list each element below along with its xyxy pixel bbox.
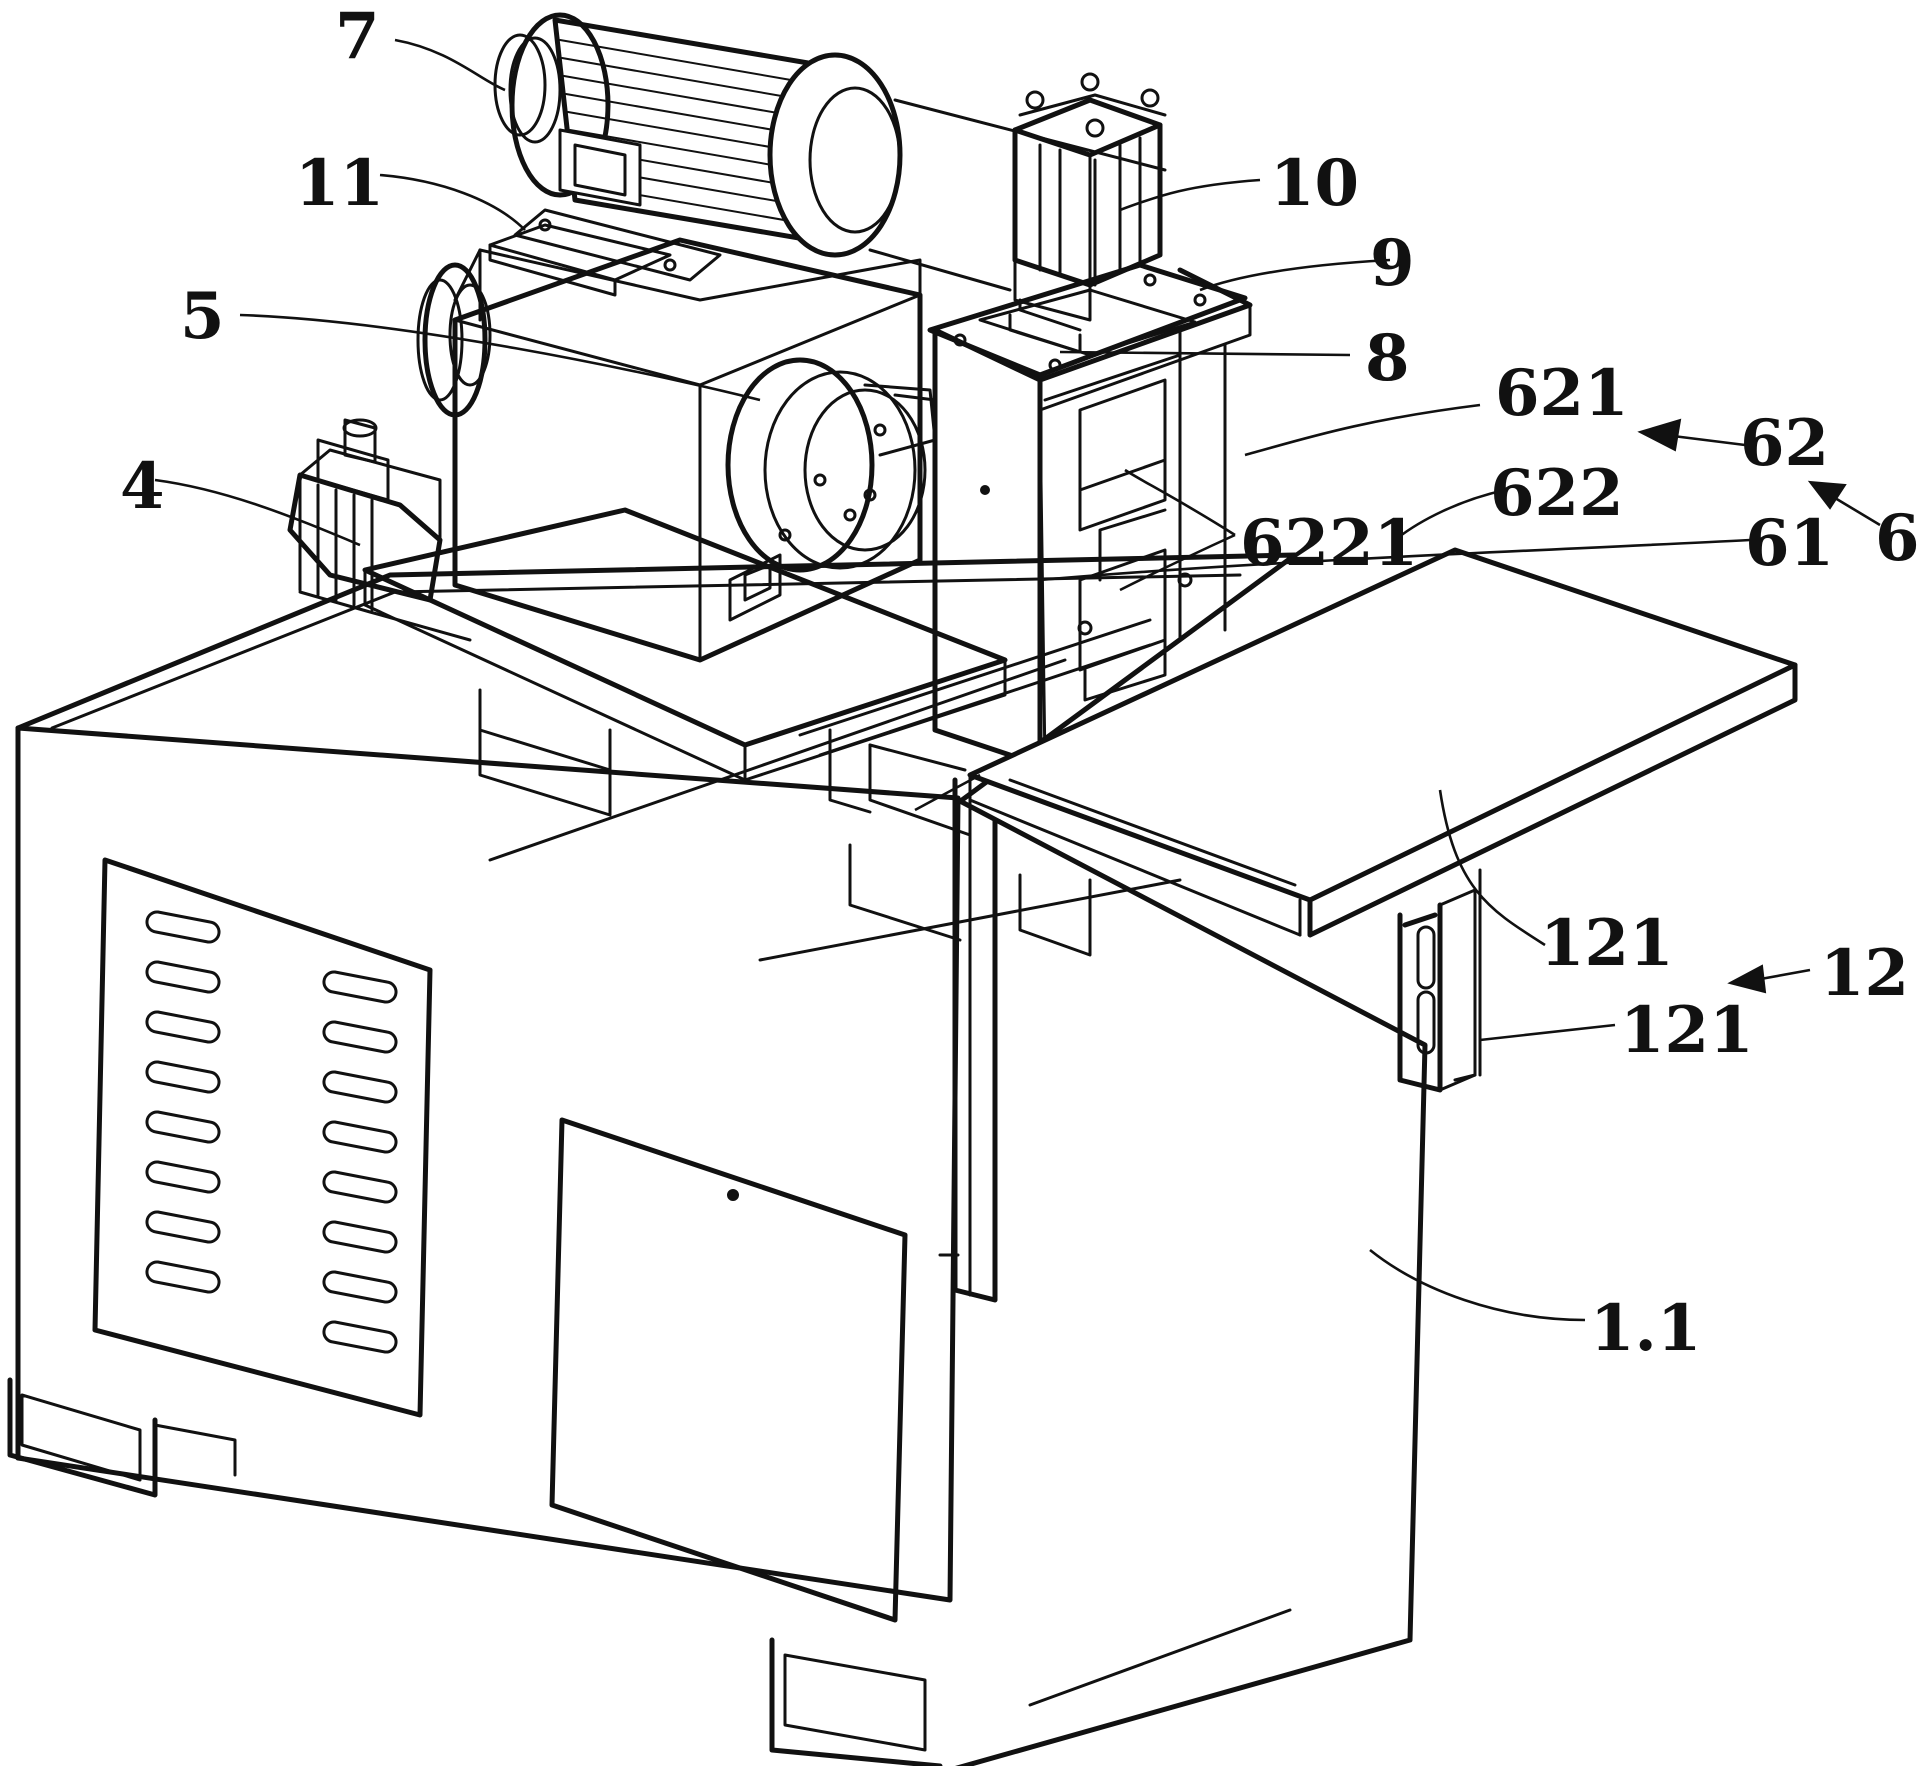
chuck — [725, 357, 937, 573]
vent-slots-right — [322, 970, 398, 1354]
label-11: 11 — [295, 146, 384, 221]
headstock — [416, 223, 923, 663]
label-6: 6 — [1875, 501, 1920, 576]
arrow-12-icon — [1727, 964, 1767, 994]
label-121-top: 121 — [1540, 906, 1674, 981]
arrows — [1637, 418, 1881, 994]
label-4: 4 — [120, 449, 165, 524]
label-12: 12 — [1820, 936, 1909, 1011]
label-1-1: 1.1 — [1590, 1291, 1701, 1366]
label-62: 62 — [1740, 406, 1829, 481]
servo-motor — [287, 418, 472, 642]
guard-post — [828, 728, 998, 1303]
label-8: 8 — [1365, 321, 1410, 396]
label-5: 5 — [180, 279, 225, 354]
work-table — [967, 547, 1798, 938]
arrow-6-icon — [1807, 480, 1847, 510]
label-6221: 6221 — [1240, 506, 1418, 581]
top-plate — [927, 262, 1248, 378]
label-621: 621 — [1495, 356, 1629, 431]
label-61: 61 — [1745, 506, 1834, 581]
arrow-62-icon — [1637, 418, 1682, 452]
machine-bed-cabinet — [7, 552, 1428, 1766]
slide-base — [362, 507, 1152, 817]
cylinder — [1012, 72, 1167, 322]
label-121-bottom: 121 — [1620, 993, 1754, 1068]
spindle-motor — [493, 12, 903, 282]
label-622: 622 — [1490, 456, 1624, 531]
label-7: 7 — [335, 0, 380, 74]
vent-slots-left — [145, 910, 221, 1294]
label-9: 9 — [1370, 226, 1415, 301]
louvre-panel — [92, 857, 433, 1418]
table-bracket — [1397, 868, 1482, 1093]
callout-labels: 7 11 10 9 5 8 621 62 4 622 6221 61 6 121… — [120, 0, 1920, 1366]
label-10: 10 — [1270, 146, 1359, 221]
access-door — [549, 1117, 908, 1623]
leader-lines — [154, 38, 1751, 1322]
